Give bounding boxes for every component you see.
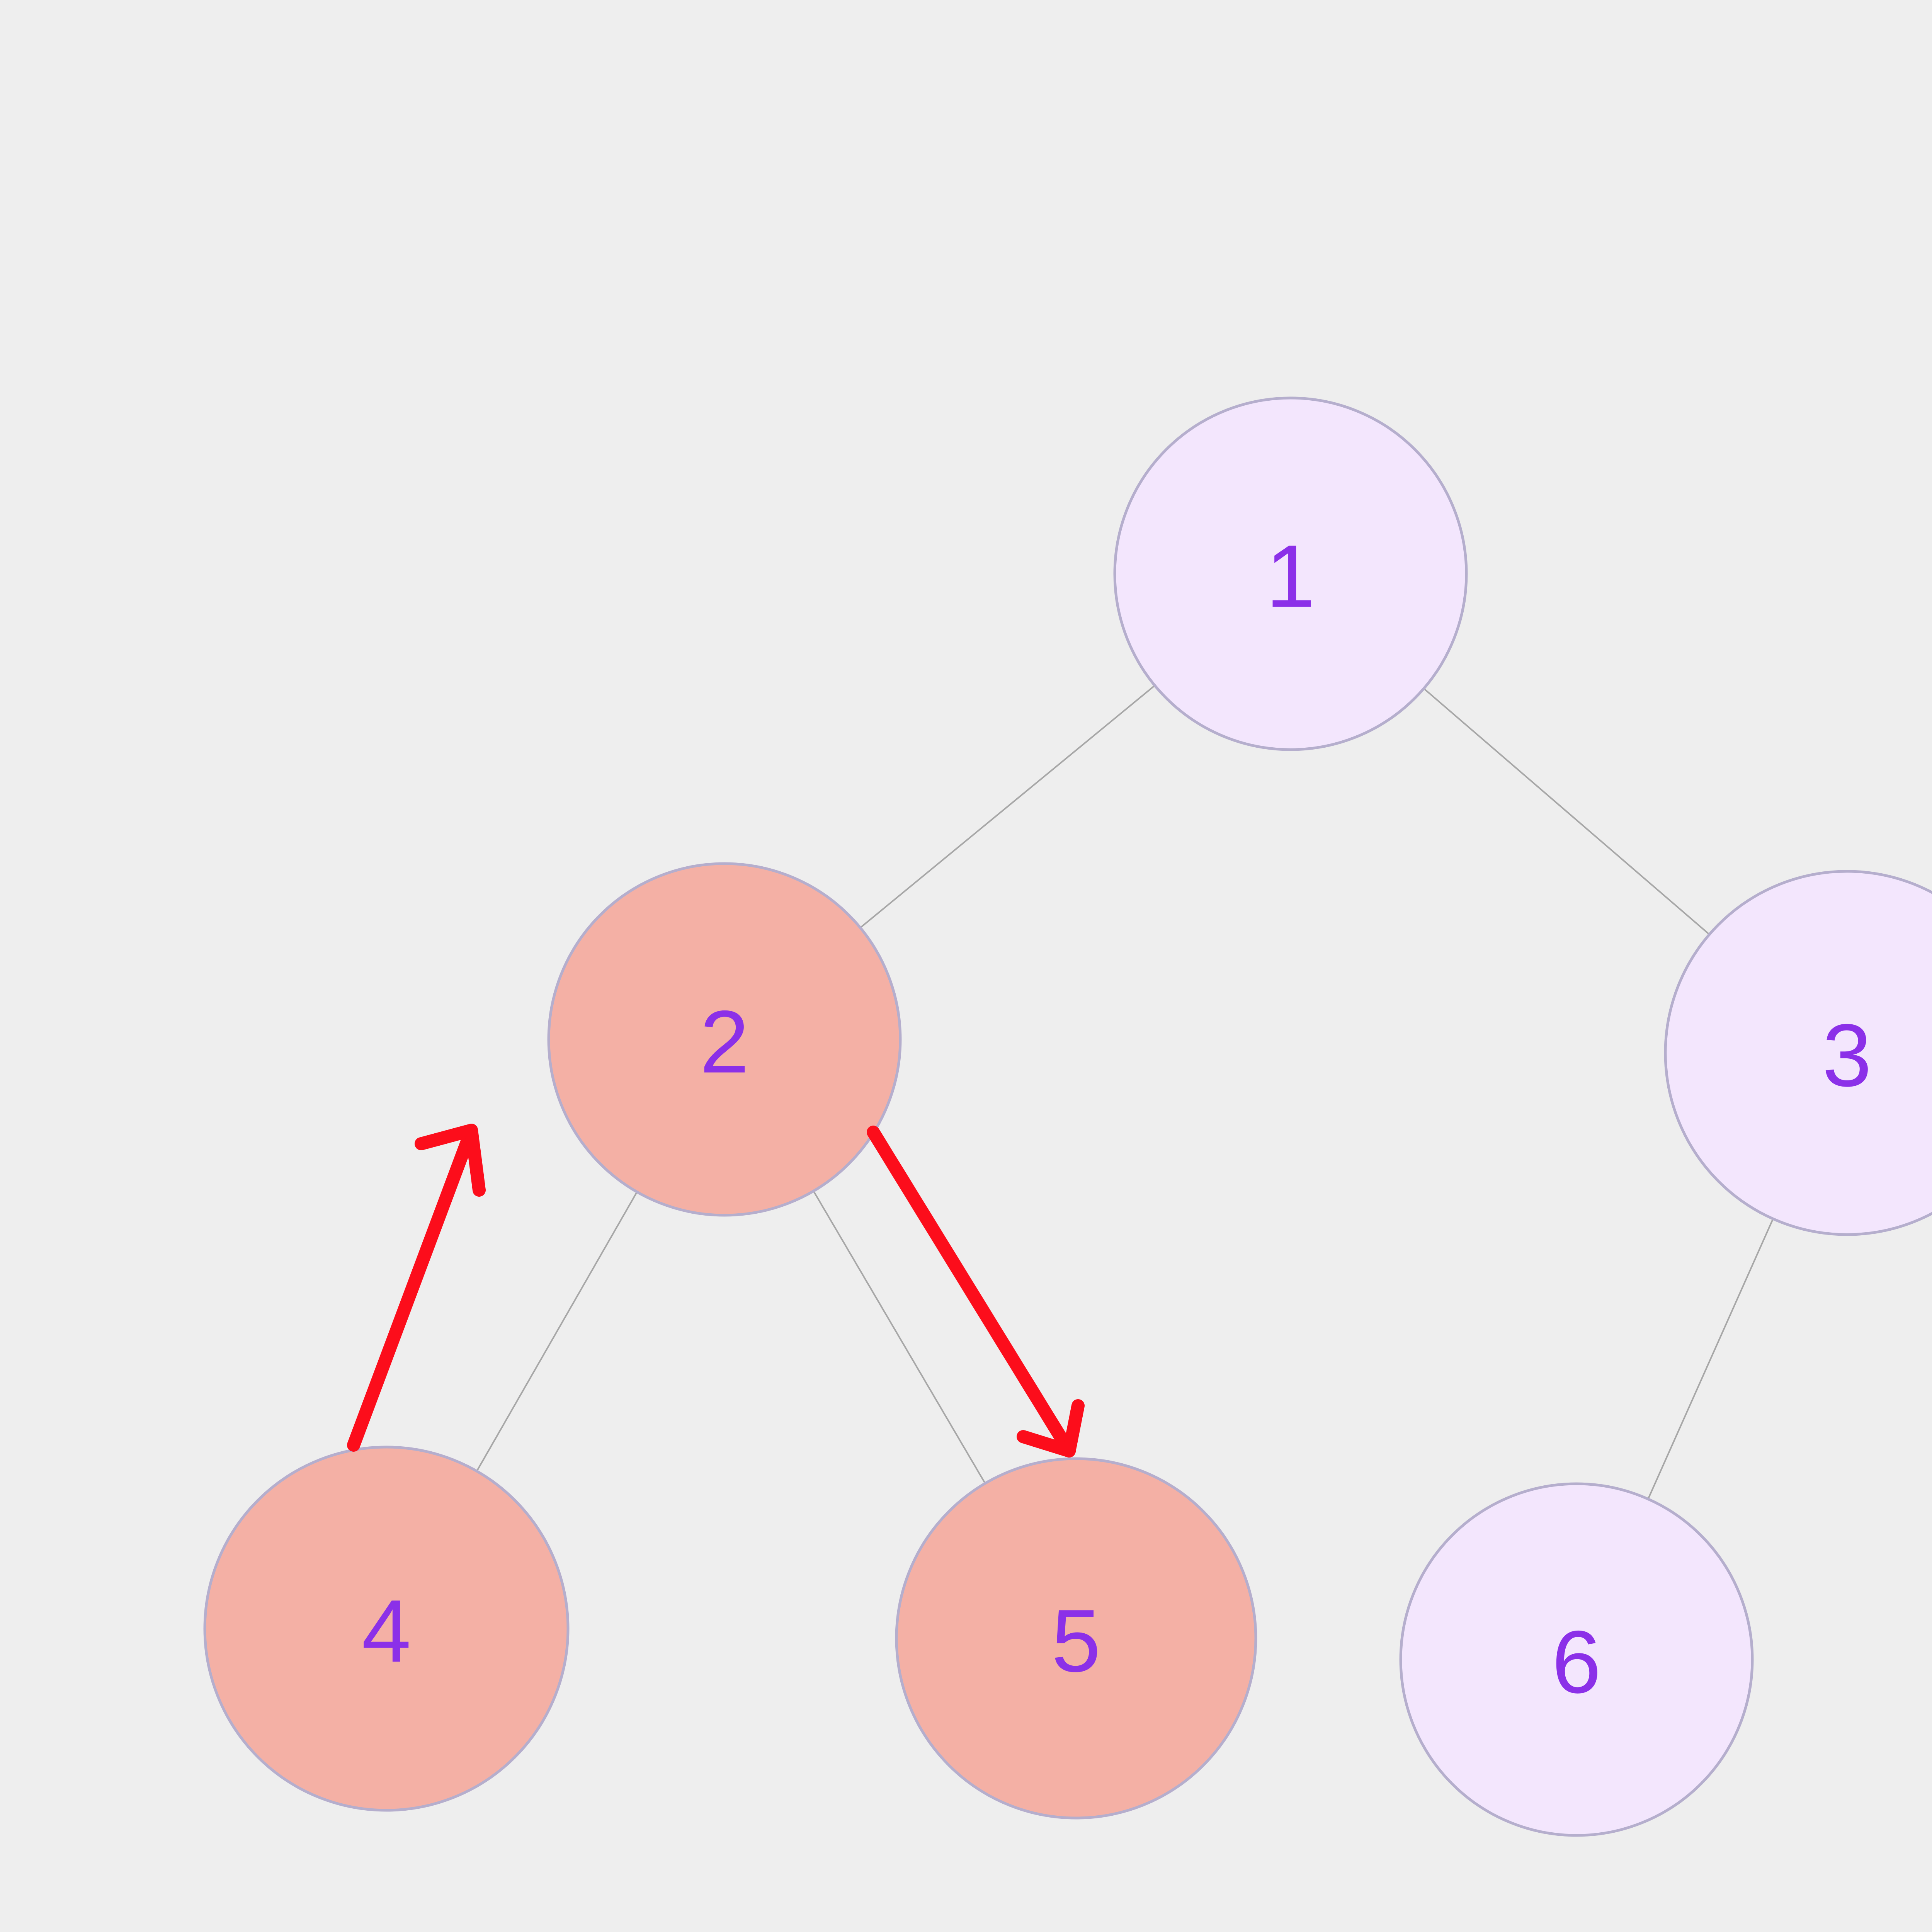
node-label-4: 4 (362, 1582, 411, 1681)
annotations-group (347, 1124, 1085, 1458)
tree-edge-n1-n2 (860, 685, 1155, 929)
node-label-2: 2 (700, 992, 749, 1092)
tree-node-1[interactable]: 1 (1113, 396, 1468, 751)
tree-node-4[interactable]: 4 (203, 1446, 570, 1812)
node-label-5: 5 (1051, 1591, 1101, 1690)
tree-node-3[interactable]: 3 (1664, 870, 1932, 1236)
node-circle-3[interactable] (1664, 870, 1932, 1236)
annotation-a-down-right (867, 1126, 1085, 1458)
node-circle-5[interactable] (895, 1457, 1257, 1820)
node-label-6: 6 (1552, 1612, 1601, 1712)
tree-edge-n1-n3 (1423, 688, 1710, 935)
arrow-shaft-a-up-left (347, 1124, 478, 1452)
edges-group (476, 685, 1774, 1500)
tree-node-5[interactable]: 5 (895, 1457, 1257, 1820)
arrow-shaft-a-down-right (867, 1126, 1076, 1458)
tree-node-2[interactable]: 2 (547, 862, 902, 1217)
annotation-a-up-left (347, 1124, 486, 1452)
node-circle-4[interactable] (203, 1446, 570, 1812)
node-label-1: 1 (1266, 527, 1315, 626)
arrow-head-a-down-right (1017, 1399, 1085, 1458)
node-circle-1[interactable] (1113, 396, 1468, 751)
arrow-head-a-up-left (415, 1124, 486, 1197)
node-label-3: 3 (1822, 1006, 1872, 1105)
nodes-group: 1234567 (203, 396, 1932, 1837)
tree-edge-n3-n6 (1647, 1218, 1774, 1500)
node-circle-6[interactable] (1399, 1482, 1754, 1837)
tree-edge-n2-n5 (813, 1190, 986, 1484)
tree-edge-n2-n4 (476, 1191, 638, 1472)
node-circle-2[interactable] (547, 862, 902, 1217)
tree-node-6[interactable]: 6 (1399, 1482, 1754, 1837)
